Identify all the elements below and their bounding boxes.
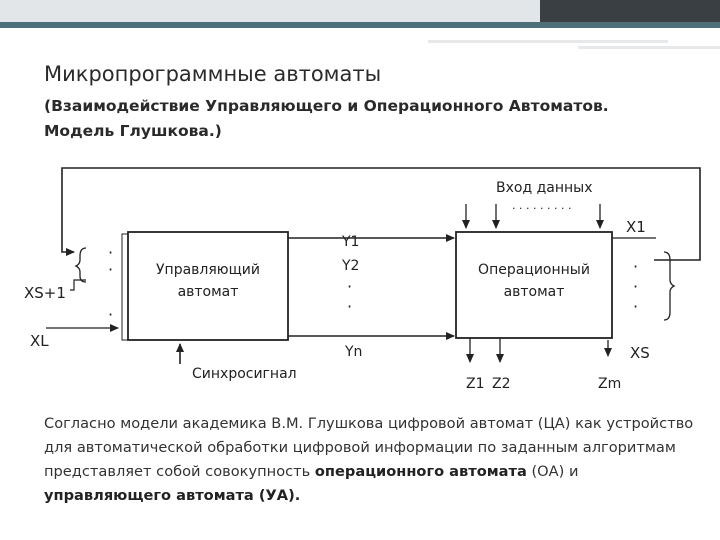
control-unit-label-1: Управляющий	[156, 262, 260, 278]
top-bar-dark	[540, 0, 720, 22]
sync-label: Синхросигнал	[192, 366, 297, 382]
vertical-dot: ·	[633, 297, 638, 316]
top-bar-light	[0, 0, 540, 22]
xs1-arrow	[70, 279, 86, 291]
x1-label: X1	[626, 218, 646, 236]
y2-label: Y2	[341, 258, 359, 274]
slide-title: Микропрограммные автоматы	[44, 62, 382, 86]
vertical-dot: ·	[347, 297, 352, 316]
right-output-brace	[663, 251, 676, 321]
data-input-label: Вход данных	[496, 180, 593, 196]
xl-label: XL	[30, 332, 49, 350]
y1-label: Y1	[341, 234, 359, 250]
feedback-loop-line	[61, 167, 701, 261]
vertical-dot: ·	[108, 305, 113, 324]
body-paragraph: Согласно модели академика В.М. Глушкова …	[44, 412, 694, 508]
subtitle-line-2: Модель Глушкова.)	[44, 122, 222, 140]
subtitle-line-1: (Взаимодействие Управляющего и Операцион…	[44, 97, 609, 115]
decor-rule	[428, 40, 668, 43]
slide-subtitle: (Взаимодействие Управляющего и Операцион…	[44, 94, 684, 144]
body-text-part-2: (ОА) и	[526, 463, 579, 480]
vertical-dot: ·	[347, 277, 352, 296]
glushkov-model-diagram: · · · XS+1 XL Управляющий автомат Синхро…	[24, 167, 701, 390]
yn-label: Yn	[344, 344, 362, 360]
z2-label: Z2	[492, 376, 511, 390]
xs-label: XS	[630, 344, 650, 362]
left-input-brace	[74, 247, 87, 283]
top-accent-stripe	[0, 22, 720, 28]
control-unit-box	[127, 231, 289, 341]
operational-unit-label-2: автомат	[504, 284, 565, 300]
operational-unit-label-1: Операционный	[478, 262, 590, 278]
xs1-label: XS+1	[24, 284, 66, 302]
vertical-dot: ·	[108, 243, 113, 262]
decor-rule	[578, 46, 720, 49]
body-emphasis-ua: управляющего автомата (УА).	[44, 487, 301, 504]
vertical-dot: ·	[108, 260, 113, 279]
body-emphasis-oa: операционного автомата	[314, 463, 527, 480]
control-side-bracket	[121, 233, 128, 341]
vertical-dot: ·	[633, 277, 638, 296]
data-input-dots: · · · · · · · · ·	[512, 202, 571, 215]
z1-label: Z1	[466, 376, 485, 390]
body-text-part-1: Согласно модели академика В.М. Глушкова …	[44, 415, 694, 480]
top-decor-bar	[0, 0, 720, 22]
control-unit-label-2: автомат	[178, 284, 239, 300]
zm-label: Zm	[598, 376, 621, 390]
vertical-dot: ·	[633, 257, 638, 276]
operational-unit-box	[455, 231, 613, 339]
